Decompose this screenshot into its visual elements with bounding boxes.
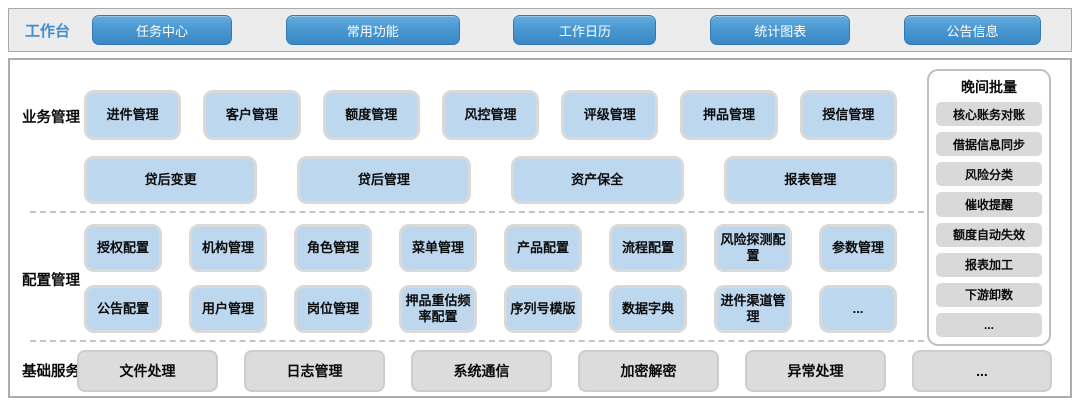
base-service-box: 异常处理 — [745, 350, 886, 392]
module-box: 客户管理 — [203, 90, 301, 140]
workbench-button-statistics-charts: 统计图表 — [710, 15, 851, 45]
night-batch-panel: 晚间批量 核心账务对账 借据信息同步 风险分类 催收提醒 额度自动失效 报表加工… — [927, 69, 1051, 346]
workbench-button-task-center: 任务中心 — [92, 15, 233, 45]
section-label-base: 基础服务 — [22, 364, 80, 380]
section-label-config: 配置管理 — [22, 273, 80, 289]
module-box: 报表管理 — [723, 156, 897, 204]
config-row-1: 授权配置 机构管理 角色管理 菜单管理 产品配置 流程配置 风险探测配置 参数管… — [84, 224, 897, 272]
module-box: 序列号模版 — [504, 285, 582, 333]
module-box: 押品管理 — [680, 90, 778, 140]
base-service-box: 加密解密 — [578, 350, 719, 392]
workbench-button-announcements: 公告信息 — [903, 15, 1041, 45]
base-service-box: 文件处理 — [77, 350, 218, 392]
night-batch-item: 借据信息同步 — [936, 132, 1042, 157]
workbench-button-work-calendar: 工作日历 — [513, 15, 657, 45]
workbench-bar: 工作台 任务中心 常用功能 工作日历 统计图表 公告信息 — [8, 8, 1072, 52]
night-batch-item: 报表加工 — [936, 252, 1042, 277]
business-row-2: 贷后变更 贷后管理 资产保全 报表管理 — [84, 156, 897, 204]
module-box: 评级管理 — [561, 90, 659, 140]
module-box: 数据字典 — [609, 285, 687, 333]
base-service-box-ellipsis: ... — [912, 350, 1052, 392]
module-box: 额度管理 — [322, 90, 420, 140]
module-grid: 进件管理 客户管理 额度管理 风控管理 评级管理 押品管理 授信管理 贷后变更 … — [84, 60, 897, 333]
module-box: 岗位管理 — [294, 285, 372, 333]
night-batch-item: 核心账务对账 — [936, 102, 1042, 127]
dashed-divider — [30, 340, 924, 342]
module-box: 资产保全 — [510, 156, 684, 204]
module-box: 公告配置 — [84, 285, 162, 333]
dashed-divider — [30, 211, 924, 213]
night-batch-item-ellipsis: ... — [936, 312, 1042, 337]
module-box: 风控管理 — [441, 90, 540, 140]
module-box: 产品配置 — [504, 224, 582, 272]
night-batch-item: 风险分类 — [936, 162, 1042, 187]
module-box: 菜单管理 — [399, 224, 477, 272]
module-box: 风险探测配置 — [714, 224, 792, 272]
module-box: 押品重估频率配置 — [399, 285, 477, 333]
module-box-ellipsis: ... — [819, 285, 897, 333]
base-services-row: 文件处理 日志管理 系统通信 加密解密 异常处理 ... — [77, 350, 1052, 392]
workbench-button-group: 任务中心 常用功能 工作日历 统计图表 公告信息 — [92, 15, 1041, 45]
module-box: 授信管理 — [799, 90, 897, 140]
module-box: 机构管理 — [189, 224, 267, 272]
module-box: 参数管理 — [819, 224, 897, 272]
workbench-label: 工作台 — [25, 22, 71, 40]
config-row-2: 公告配置 用户管理 岗位管理 押品重估频率配置 序列号模版 数据字典 进件渠道管… — [84, 285, 897, 333]
main-panel: 业务管理 配置管理 基础服务 进件管理 客户管理 额度管理 风控管理 评级管理 … — [8, 58, 1072, 398]
night-batch-item: 下游卸数 — [936, 282, 1042, 307]
business-row-1: 进件管理 客户管理 额度管理 风控管理 评级管理 押品管理 授信管理 — [84, 90, 897, 140]
module-box: 贷后管理 — [297, 156, 471, 204]
module-box: 角色管理 — [294, 224, 372, 272]
night-batch-list: 核心账务对账 借据信息同步 风险分类 催收提醒 额度自动失效 报表加工 下游卸数… — [936, 102, 1042, 337]
module-box: 贷后变更 — [84, 156, 258, 204]
workbench-button-common-functions: 常用功能 — [285, 15, 460, 45]
module-box: 授权配置 — [84, 224, 162, 272]
module-box: 进件渠道管理 — [714, 285, 792, 333]
section-label-business: 业务管理 — [22, 110, 80, 126]
module-box: 用户管理 — [189, 285, 267, 333]
module-box: 进件管理 — [84, 90, 182, 140]
base-service-box: 日志管理 — [244, 350, 385, 392]
module-box: 流程配置 — [609, 224, 687, 272]
night-batch-item: 额度自动失效 — [936, 222, 1042, 247]
night-batch-title: 晚间批量 — [961, 79, 1017, 95]
base-service-box: 系统通信 — [411, 350, 552, 392]
night-batch-item: 催收提醒 — [936, 192, 1042, 217]
